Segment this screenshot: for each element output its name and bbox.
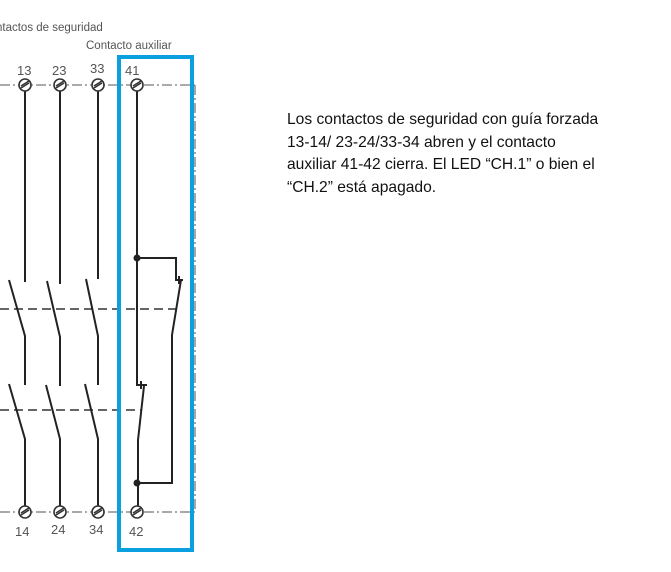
description-line: Los contactos de seguridad con guía forz… bbox=[287, 111, 599, 128]
description-line: 13-14/ 23-24/33-34 abren y el contacto bbox=[287, 133, 556, 151]
contact-23-24 bbox=[45, 85, 61, 512]
contact-13-14 bbox=[8, 85, 26, 512]
aux-contact-label: Contacto auxiliar bbox=[86, 40, 172, 52]
safety-relay-contact-diagram: ntactos de seguridad Contacto auxiliar 1… bbox=[0, 22, 196, 552]
junction-dot bbox=[133, 479, 141, 487]
description-line: “CH.2” está apagado. bbox=[287, 178, 437, 196]
description-text: Los contactos de seguridad con guía forz… bbox=[287, 109, 598, 199]
description-line: auxiliar 41-42 cierra. El LED “CH.1” o b… bbox=[287, 156, 595, 174]
terminal-label-13: 13 bbox=[17, 63, 31, 78]
terminal-label-34: 34 bbox=[89, 522, 103, 537]
terminal-label-33: 33 bbox=[90, 61, 104, 76]
contact-33-34 bbox=[84, 85, 99, 512]
aux-contact-highlight bbox=[117, 55, 194, 552]
safety-contacts-label: ntactos de seguridad bbox=[0, 22, 103, 34]
terminal-label-24: 24 bbox=[51, 522, 65, 537]
terminal-label-42: 42 bbox=[129, 524, 143, 539]
terminal-label-23: 23 bbox=[52, 63, 66, 78]
terminal-label-41: 41 bbox=[125, 63, 139, 78]
terminal-screws bbox=[18, 78, 144, 519]
contact-41-42 bbox=[136, 85, 183, 512]
safety-contacts bbox=[8, 85, 183, 512]
terminal-label-14: 14 bbox=[15, 524, 29, 539]
junction-dot bbox=[133, 254, 141, 262]
mechanical-linkage bbox=[0, 308, 180, 411]
